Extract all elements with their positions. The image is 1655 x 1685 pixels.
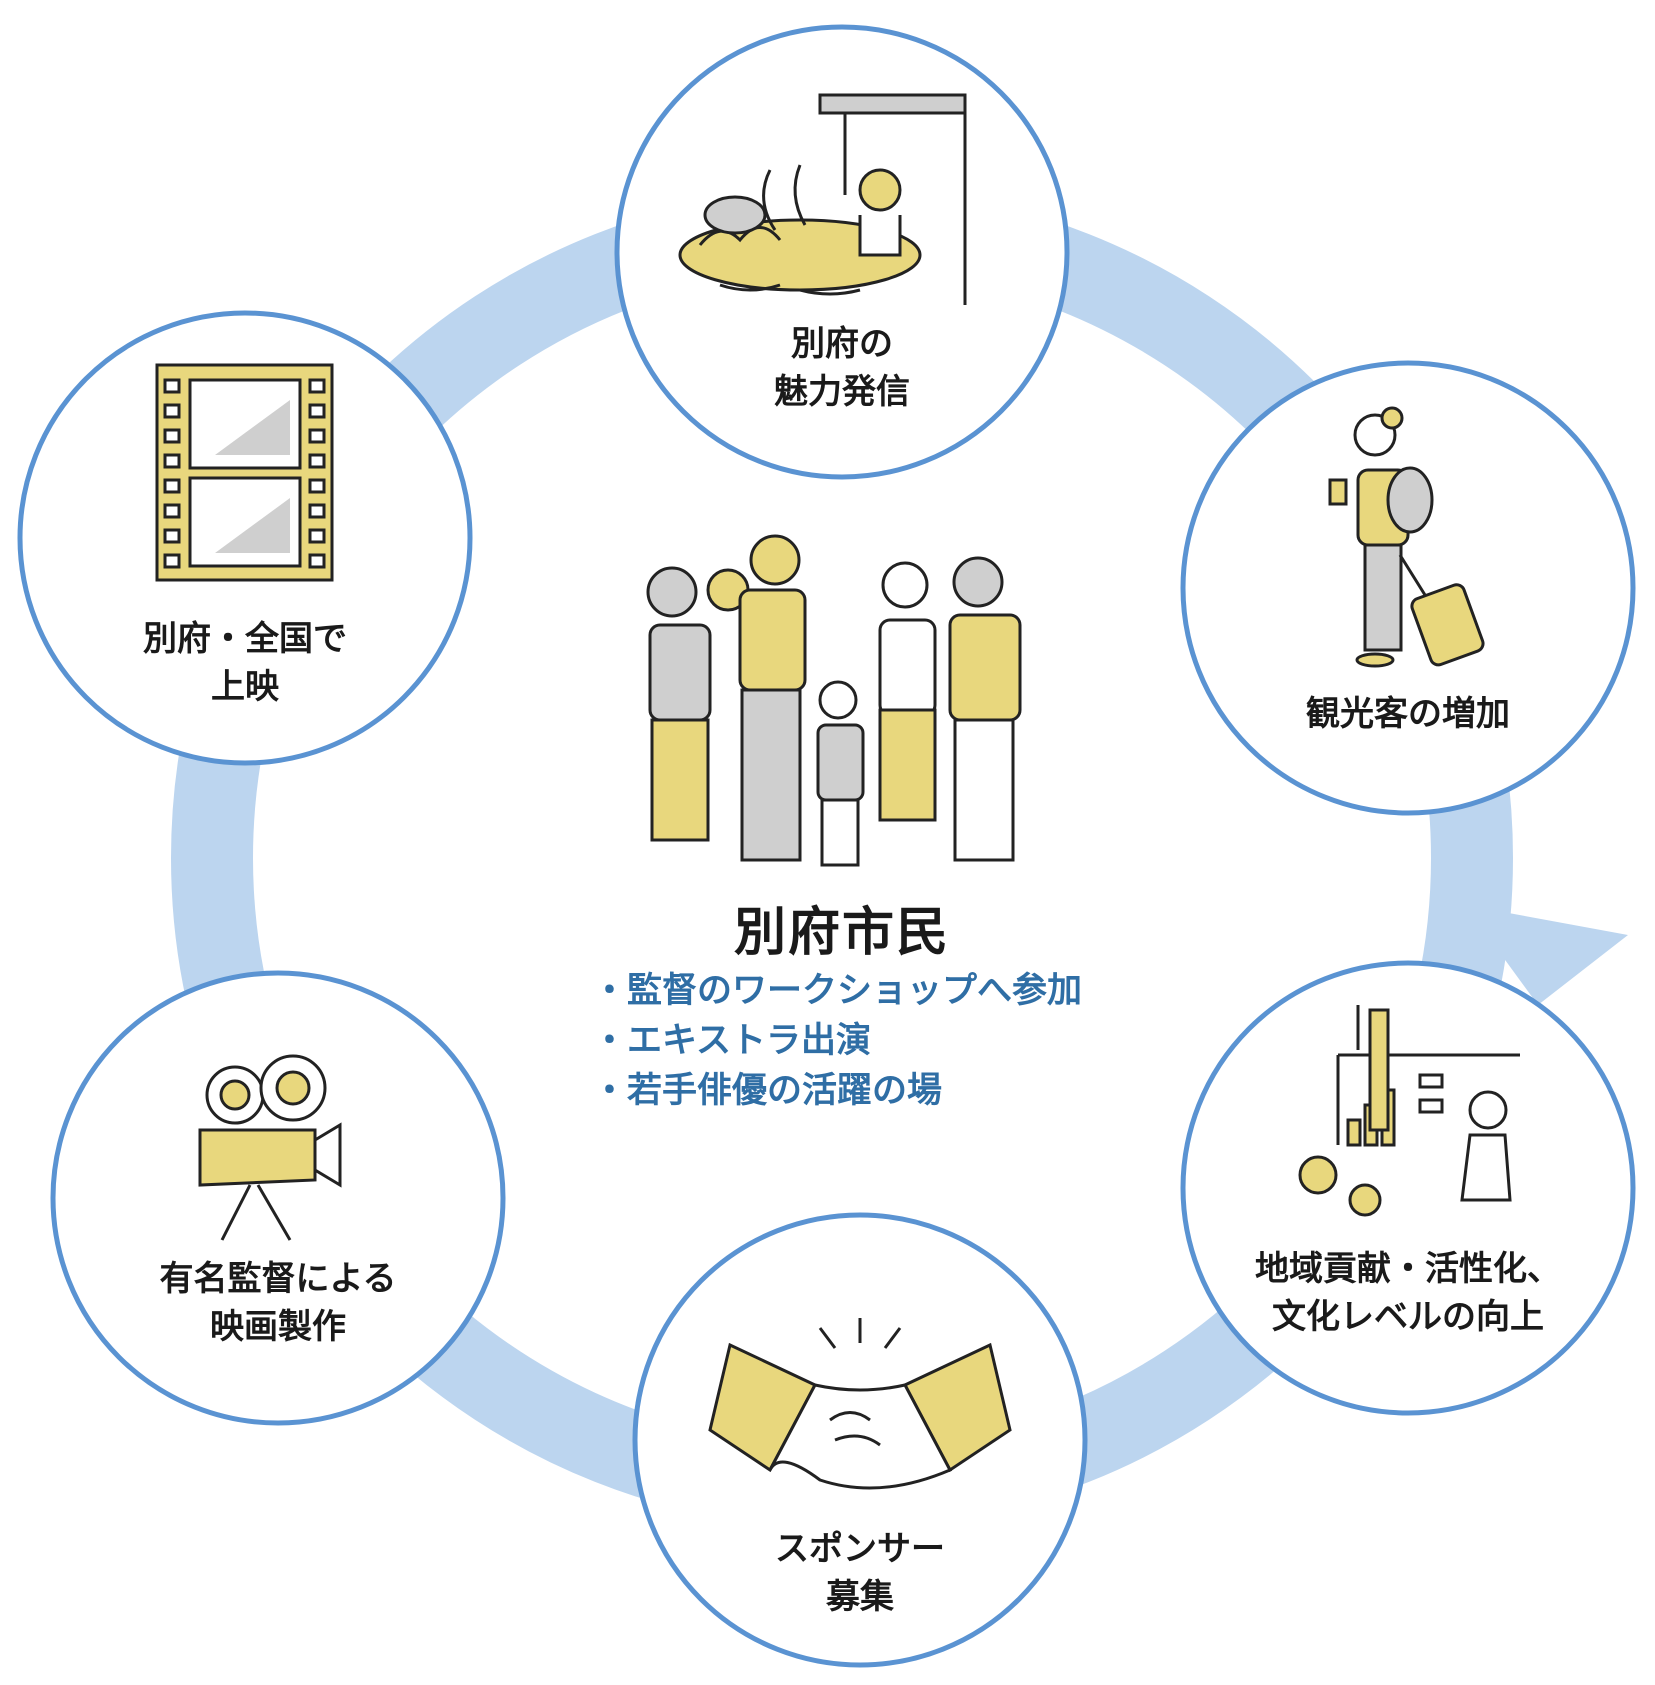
node-label-line: 観光客の増加 [1306,694,1510,734]
node-circle-right-top [1180,360,1636,816]
cycle-arrow-head [1465,905,1628,1005]
movie-camera-icon [198,1054,342,1241]
node-label-left-top: 別府・全国で 上映 [143,615,347,711]
film-strip-icon [155,363,334,582]
node-label-line: 募集 [826,1577,894,1617]
node-label-left-bottom: 有名監督による 映画製作 [160,1255,397,1351]
center-activity-list: ・監督のワークショップへ参加 ・エキストラ出演 ・若手俳優の活躍の場 [592,966,1082,1116]
family-group-icon [646,534,1022,867]
presentation-chart-icon [1298,1005,1520,1217]
node-label-line: 別府の [791,324,893,364]
center-activity-item: ・若手俳優の活躍の場 [592,1071,943,1111]
node-label-line: 映画製作 [209,1307,346,1347]
node-circle-left-bottom [50,970,506,1426]
onsen-bath-icon [678,93,967,305]
center-title: 別府市民 [733,903,951,963]
node-label-right-top: 観光客の増加 [1306,690,1510,738]
center-activity-item: ・監督のワークショップへ参加 [592,971,1083,1011]
node-label-bottom: スポンサー 募集 [775,1525,945,1621]
node-label-line: 文化レベルの向上 [1272,1297,1544,1337]
node-label-line: 別府・全国で [143,619,347,659]
node-label-line: 上映 [211,667,279,707]
handshake-icon [708,1318,1012,1490]
node-label-top: 別府の 魅力発信 [774,320,910,416]
tourist-suitcase-icon [1328,406,1485,668]
node-label-line: 地域貢献・活性化、 [1255,1249,1561,1289]
node-label-line: 魅力発信 [774,372,910,412]
node-label-line: 有名監督による [159,1259,397,1299]
center-activity-item: ・エキストラ出演 [592,1021,871,1061]
node-circle-right-bottom [1180,960,1636,1416]
node-label-line: スポンサー [775,1529,945,1569]
node-label-right-bottom: 地域貢献・活性化、 文化レベルの向上 [1255,1245,1561,1341]
